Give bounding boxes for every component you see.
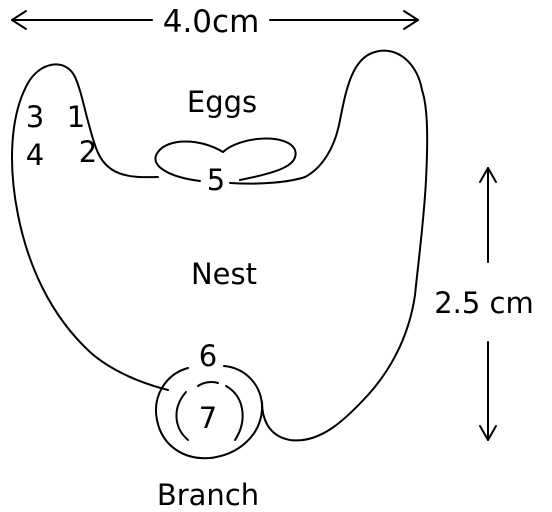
branch-label: Branch: [157, 478, 259, 512]
branch-inner-arc-right: [226, 386, 243, 440]
position-label-5: 5: [207, 163, 225, 197]
position-label-7: 7: [199, 401, 217, 435]
position-label-6: 6: [199, 339, 217, 373]
nest-label: Nest: [191, 257, 257, 291]
position-label-3: 3: [26, 100, 44, 134]
branch-inner-arc-top: [198, 382, 218, 386]
branch-inner-arc-left: [176, 392, 188, 440]
height-dimension: 2.5 cm: [434, 168, 534, 440]
position-label-1: 1: [67, 100, 85, 134]
width-label: 4.0cm: [163, 4, 260, 40]
eggs-label: Eggs: [187, 85, 257, 119]
width-dimension: 4.0cm: [12, 4, 418, 40]
position-label-4: 4: [26, 138, 44, 172]
height-label: 2.5 cm: [434, 286, 534, 320]
egg-lobe-right: [223, 139, 296, 180]
position-label-2: 2: [79, 135, 97, 169]
